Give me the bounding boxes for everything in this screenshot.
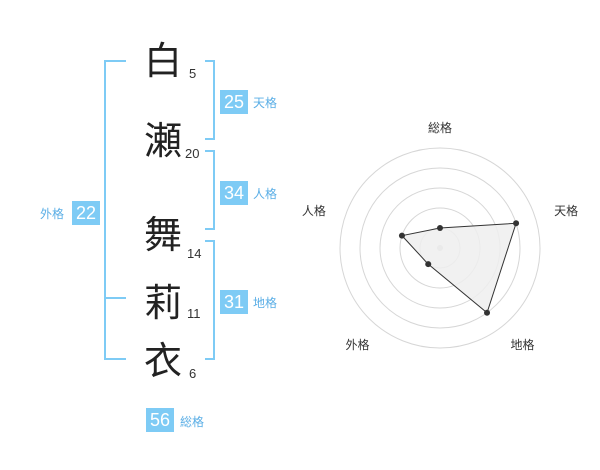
gaikaku-value: 22 bbox=[72, 201, 100, 225]
chikaku-bracket bbox=[205, 240, 215, 360]
stroke-count-5: 6 bbox=[189, 366, 197, 381]
jinkaku-bracket bbox=[205, 150, 215, 230]
name-char-1: 白 bbox=[143, 39, 182, 83]
name-char-5: 衣 bbox=[143, 339, 182, 383]
chikaku-value: 31 bbox=[220, 290, 248, 314]
radar-point-2 bbox=[513, 220, 520, 227]
soukaku-value: 56 bbox=[146, 408, 174, 432]
stroke-count-1: 5 bbox=[189, 66, 197, 81]
stroke-count-3: 14 bbox=[187, 246, 202, 261]
stroke-count-2: 20 bbox=[185, 146, 200, 161]
stroke-count-4: 11 bbox=[187, 306, 201, 321]
radar-point-1 bbox=[437, 225, 443, 231]
tenkaku-bracket bbox=[205, 60, 215, 140]
chikaku-label: 地格 bbox=[253, 296, 278, 310]
name-char-4: 莉 bbox=[143, 281, 182, 325]
radar-axis-label-5: 人格 bbox=[302, 203, 326, 218]
gaikaku-label: 外格 bbox=[40, 207, 65, 221]
radar-point-5 bbox=[398, 232, 405, 239]
soukaku-label: 総格 bbox=[180, 415, 205, 429]
name-char-2: 瀬 bbox=[143, 119, 182, 163]
radar-point-4 bbox=[425, 261, 432, 268]
radar-point-3 bbox=[484, 309, 491, 316]
radar-grid-ring-5 bbox=[339, 147, 541, 349]
gaikaku-bracket-divider bbox=[104, 297, 126, 299]
gaikaku-bracket bbox=[104, 60, 126, 360]
radar-axis-label-1: 総格 bbox=[428, 120, 452, 135]
jinkaku-label: 人格 bbox=[253, 187, 278, 201]
tenkaku-label: 天格 bbox=[253, 96, 278, 110]
radar-axis-label-4: 外格 bbox=[345, 337, 369, 352]
radar-axis-label-2: 天格 bbox=[554, 203, 578, 218]
radar-series-polygon bbox=[400, 222, 517, 314]
name-char-3: 舞 bbox=[143, 213, 182, 257]
radar-grid-ring-4 bbox=[359, 167, 521, 329]
tenkaku-value: 25 bbox=[220, 90, 248, 114]
jinkaku-value: 34 bbox=[220, 181, 248, 205]
radar-axis-label-3: 地格 bbox=[511, 337, 535, 352]
